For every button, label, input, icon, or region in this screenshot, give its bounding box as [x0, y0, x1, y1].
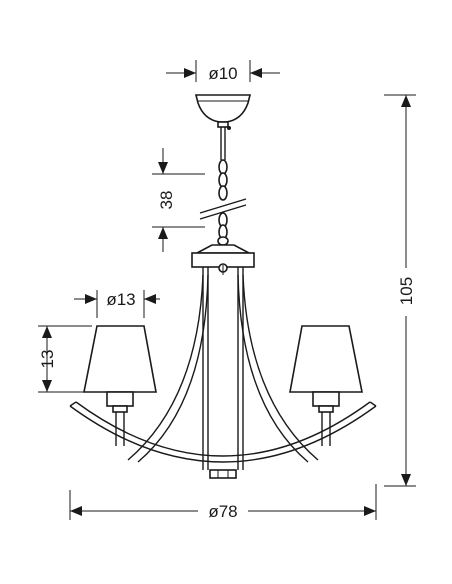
shade-height-dimension: 13 [38, 325, 92, 393]
central-body [127, 244, 319, 470]
canopy-diameter-dimension: ø10 [166, 60, 280, 83]
chain-length-dimension: 38 [152, 148, 205, 252]
left-lamp-shade [83, 325, 157, 446]
total-height-label: 105 [397, 277, 416, 305]
ceiling-canopy [194, 94, 252, 130]
chain-length-label: 38 [157, 191, 176, 210]
total-height-dimension: 105 [384, 94, 416, 487]
right-lamp-shade [289, 325, 363, 446]
shade-diameter-dimension: ø13 [74, 290, 160, 318]
total-diameter-label: ø78 [208, 502, 237, 521]
bottom-arc-arm [69, 401, 377, 479]
shade-height-label: 13 [38, 350, 57, 369]
canopy-diameter-label: ø10 [208, 64, 237, 83]
shade-diameter-label: ø13 [106, 290, 135, 309]
suspension-chain [199, 127, 247, 246]
total-diameter-dimension: ø78 [69, 484, 377, 521]
